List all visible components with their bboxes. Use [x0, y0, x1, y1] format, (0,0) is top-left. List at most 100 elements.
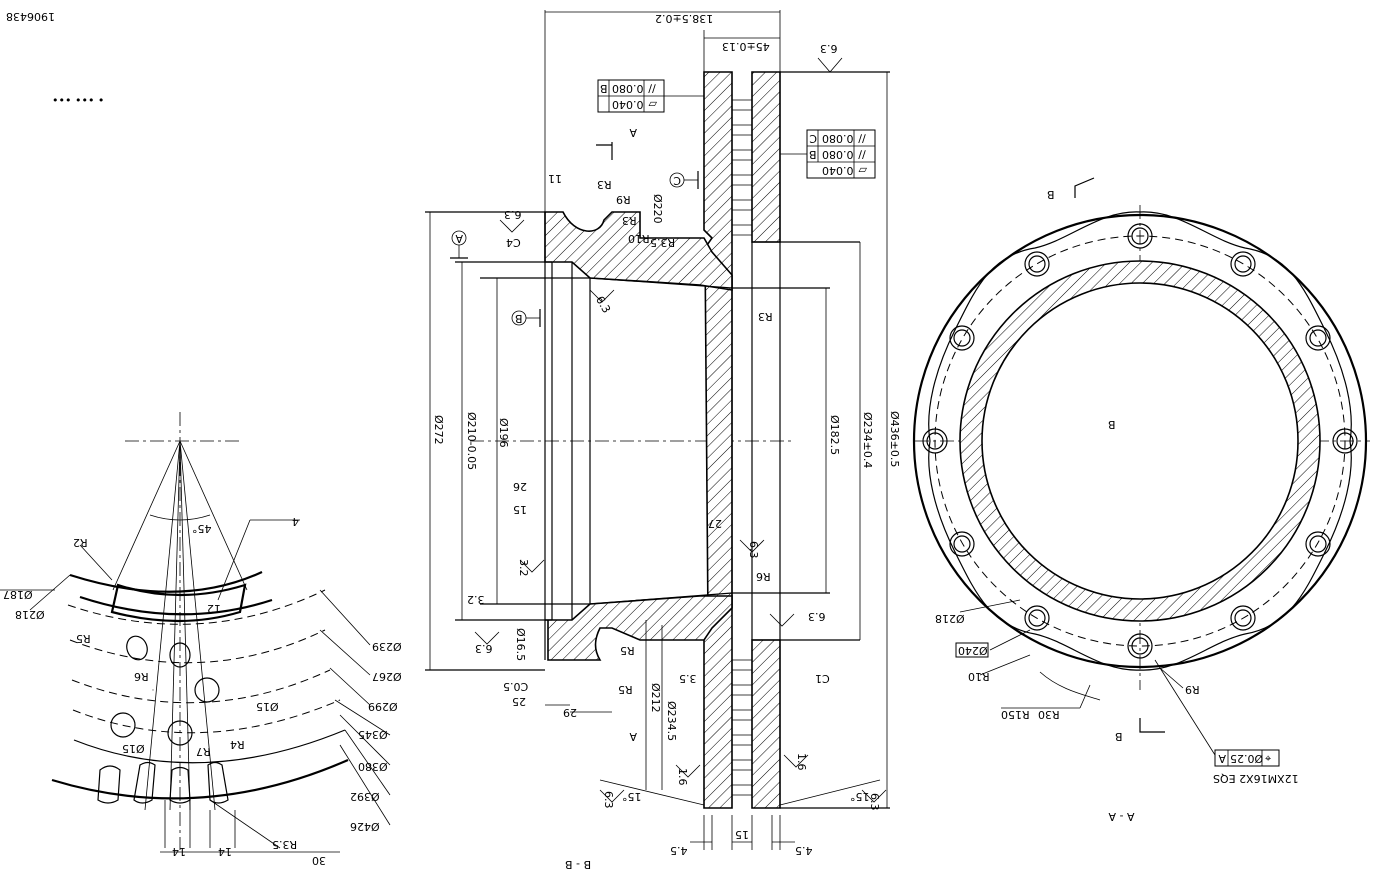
aa-label-r150: R150	[1001, 708, 1030, 721]
tol-right-symbol-0: //	[858, 132, 866, 145]
radius-r6: R6	[756, 570, 771, 583]
aa-label-r30: R30	[1038, 708, 1060, 721]
tol-left-symbol-0: //	[648, 82, 656, 95]
detail-dia-345: Ø345	[358, 728, 388, 741]
dim-dia-210: Ø210-0.05	[465, 412, 478, 470]
detail-r5: R5	[76, 632, 91, 645]
dim-15-bottom: 15	[735, 828, 749, 841]
datum-b: B	[511, 309, 541, 327]
svg-text:B: B	[515, 312, 523, 325]
hole-callout-count: 12XM16X2 EQS	[1213, 772, 1299, 785]
detail-r4: R4	[230, 738, 245, 751]
aa-label-dia-218: Ø218	[935, 612, 965, 625]
brake-slot	[110, 583, 247, 623]
dim-dia-234: Ø234±0.4	[861, 412, 874, 468]
detail-dim-30: 30	[312, 854, 326, 867]
dots-mark: ••• ••• •	[52, 94, 104, 107]
detail-dia-15-a: Ø15	[256, 700, 279, 713]
bolt-circle	[934, 235, 1346, 647]
tolerance-frame-right: C 0.080 // B 0.080 // 0.040 ▱	[780, 129, 876, 179]
aa-label-r9: R9	[1185, 683, 1200, 696]
center-b-label: B	[1108, 418, 1116, 431]
dim-dia-182-5: Ø182.5	[828, 415, 841, 455]
dim-3-2: 3.2	[467, 593, 485, 606]
dim-26: 26	[513, 480, 527, 493]
datum-a: A	[450, 230, 468, 259]
aa-leaders	[959, 599, 1216, 756]
detail-radial-lines	[112, 440, 248, 811]
detail-view: 45°	[0, 412, 402, 867]
radius-r5-b: R5	[618, 683, 633, 696]
rotor-outer-right-plate-bottom	[751, 639, 781, 809]
position-symbol-icon: ⌖	[1265, 752, 1271, 765]
detail-r3-5: R3.5	[272, 838, 297, 851]
chamfer-c1: C1	[815, 672, 830, 685]
detail-dia-392: Ø392	[350, 790, 380, 803]
finish-6-3-e: 6.3	[747, 541, 760, 559]
detail-r6: R6	[134, 670, 149, 683]
dim-11: 11	[548, 172, 562, 185]
dim-25: 25	[512, 695, 526, 708]
detail-dia-218: Ø218	[15, 608, 45, 621]
tol-right-symbol-1: //	[858, 148, 866, 161]
detail-leaders	[0, 519, 391, 853]
rotor-outer-right-plate	[751, 71, 781, 243]
cut-label-a-top: A	[629, 126, 637, 139]
radius-r3-5: R3.5	[650, 236, 675, 249]
tol-right-symbol-2: ▱	[858, 164, 867, 177]
dim-4-5-left: 4.5	[670, 844, 688, 857]
detail-dim-14-b: 14	[218, 845, 232, 858]
detail-arcs	[51, 571, 349, 800]
angle-15-right: 15°	[850, 790, 870, 803]
tol-right-datum-1: B	[809, 148, 817, 161]
cut-b-top-arrow	[1074, 177, 1095, 198]
bolt-holes	[922, 223, 1358, 659]
cut-arrow-top	[596, 142, 613, 160]
hub-upper-hatch	[544, 211, 733, 291]
dim-138-5: 138.5±0.2	[655, 12, 713, 25]
dim-29: 29	[563, 706, 577, 719]
part-number: 1906438	[6, 10, 55, 23]
finish-6-3-g: 6.3	[602, 791, 615, 809]
detail-dia-380: Ø380	[358, 760, 388, 773]
dim-dia-436: Ø436±0.5	[888, 411, 901, 467]
rotor-outer-left-plate	[703, 71, 733, 809]
detail-dim-12: 12	[207, 602, 221, 615]
detail-r7: R7	[196, 745, 211, 758]
detail-dia-187: Ø187	[3, 588, 33, 601]
section-bb-label: B - B	[565, 858, 591, 871]
aa-dia-240-box	[955, 642, 989, 658]
detail-dia-15-b: Ø15	[122, 742, 145, 755]
finish-6-3-a: 6.3	[820, 42, 838, 55]
radius-r3-c: R3	[758, 310, 773, 323]
hub-outline	[425, 71, 890, 809]
detail-dia-267: Ø267	[372, 670, 402, 683]
finish-1-6-b: 1.6	[795, 753, 808, 771]
tol-right-value-1: 0.080	[822, 148, 854, 161]
finish-1-6-a: 1.6	[676, 768, 689, 786]
finish-6-3-c: 6.3	[593, 294, 613, 316]
tol-left-datum-0: B	[600, 82, 608, 95]
radius-r3-a: R3	[597, 178, 612, 191]
surface-finish-symbols	[474, 57, 887, 803]
tol-left-symbol-1: ▱	[648, 98, 657, 111]
bolt-flange-scallop	[928, 211, 1352, 671]
section-bb-view: 138.5±0.2 45±0.13 11 Ø272 Ø210-0.05 Ø196…	[425, 10, 901, 871]
finish-6-3-d: 6.3	[808, 610, 826, 623]
angle-arc-45	[149, 514, 211, 521]
outer-circle	[912, 213, 1368, 669]
svg-text:A: A	[455, 232, 463, 245]
tol-right-datum-0: C	[809, 132, 817, 145]
finish-3-2: 3.2	[517, 559, 530, 577]
dim-dia-220: Ø220	[651, 194, 664, 224]
hub-lower-hatch	[545, 595, 733, 661]
tol-left-value-0: 0.080	[612, 82, 644, 95]
radius-r10: R10	[628, 232, 650, 245]
tolerance-frame-left: B 0.080 // 0.040 ▱	[597, 79, 704, 113]
vertical-dimensions	[429, 10, 888, 808]
finish-6-3-h: 6.3	[868, 793, 881, 811]
dim-4-5-right: 4.5	[795, 844, 813, 857]
aa-label-dia-240: Ø240	[958, 644, 988, 657]
cut-label-a-bottom: A	[629, 730, 637, 743]
